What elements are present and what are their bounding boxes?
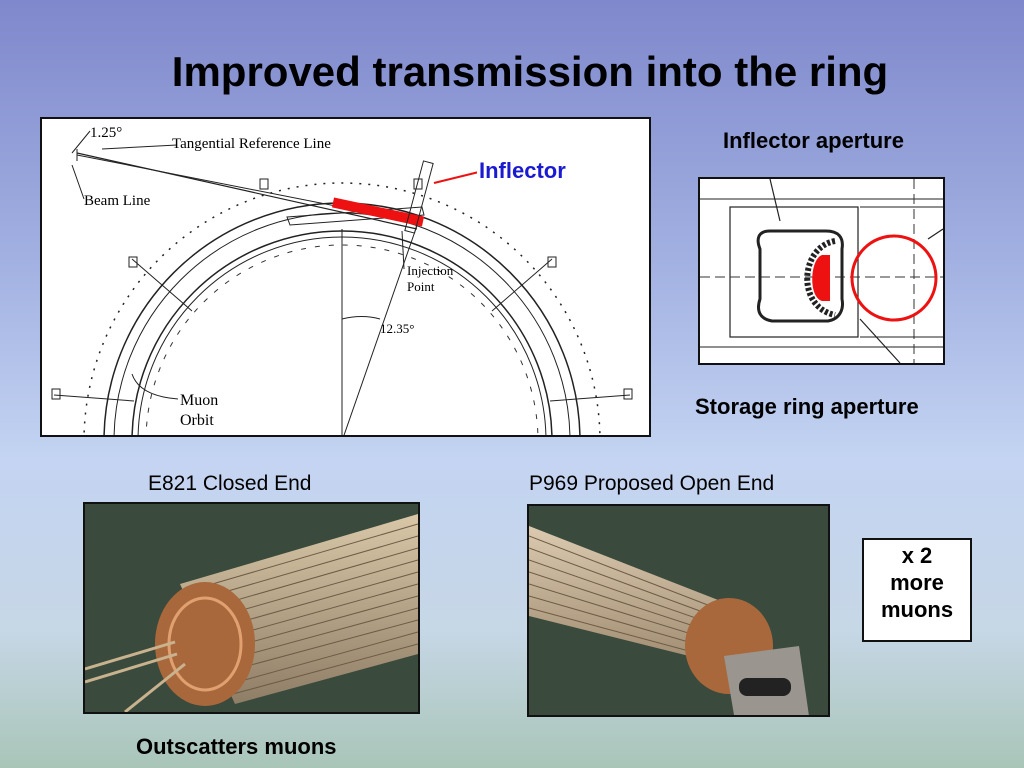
- storage-ring-aperture-label: Storage ring aperture: [695, 394, 919, 419]
- open-end-illustration: [529, 526, 809, 715]
- coil-arc: [804, 238, 836, 318]
- wire-1: [85, 640, 176, 671]
- leader-angle: [71, 130, 91, 154]
- spoke-far-right: [549, 394, 631, 402]
- leader-orbit: [131, 373, 179, 400]
- injection-stub: [404, 160, 434, 234]
- pointer-right: [927, 228, 944, 240]
- angle-mid-label: 12.35°: [380, 321, 414, 336]
- ring-box-1: [259, 178, 269, 190]
- injection-label-1: Injection: [407, 263, 454, 278]
- callout-line-3: muons: [880, 597, 954, 622]
- open-end-slot: [739, 678, 791, 696]
- wire-2: [85, 652, 178, 684]
- closed-end-illustration: [85, 514, 418, 712]
- inflector-beam-region: [812, 255, 830, 301]
- injection-label-2: Point: [407, 279, 435, 294]
- pointer-bottom: [859, 318, 901, 364]
- beam-line: [76, 152, 418, 230]
- angle-arc: [341, 316, 381, 320]
- ring-box-6: [623, 388, 633, 400]
- injection-spoke: [341, 216, 421, 442]
- leader-injection: [401, 230, 405, 270]
- tangential-reference-label: Tangential Reference Line: [172, 136, 331, 152]
- ring-box-3: [128, 256, 138, 268]
- callout-line-1: x 2: [901, 543, 933, 568]
- pointer-top: [769, 178, 781, 222]
- spoke-left: [131, 258, 193, 312]
- leader-beam: [71, 164, 85, 200]
- spoke-far-left: [53, 394, 135, 402]
- callout-line-2: more: [890, 570, 944, 595]
- right-photo-caption: P969 Proposed Open End: [529, 472, 775, 495]
- rod-lines: [184, 523, 418, 695]
- open-end-photo: [527, 504, 830, 717]
- wire-3: [124, 662, 186, 712]
- leader-tangential: [101, 144, 178, 150]
- ring-box-5: [51, 388, 61, 400]
- angle-top-label: 1.25°: [90, 125, 122, 141]
- ring-box-2: [413, 178, 423, 190]
- beam-line-label: Beam Line: [84, 193, 151, 209]
- ring-box-4: [547, 256, 557, 268]
- inflector-housing: [729, 206, 859, 338]
- inflector-aperture-label: Inflector aperture: [723, 128, 904, 153]
- storage-ring-aperture-circle: [850, 234, 938, 322]
- aperture-diagram-svg: [700, 178, 944, 364]
- more-muons-callout: x 2 more muons: [862, 538, 972, 642]
- inflector-label: Inflector: [477, 158, 568, 184]
- outscatters-note: Outscatters muons: [136, 734, 337, 759]
- muon-orbit-label-2: Orbit: [180, 412, 214, 429]
- closed-end-photo: [83, 502, 420, 714]
- slide-title: Improved transmission into the ring: [171, 48, 889, 95]
- inflector-aperture-outline: [756, 229, 844, 323]
- left-photo-caption: E821 Closed End: [148, 472, 312, 495]
- muon-orbit-label-1: Muon: [180, 392, 218, 409]
- inflector-magnet: [331, 197, 425, 227]
- spoke-right: [491, 258, 553, 312]
- aperture-diagram: [698, 177, 945, 365]
